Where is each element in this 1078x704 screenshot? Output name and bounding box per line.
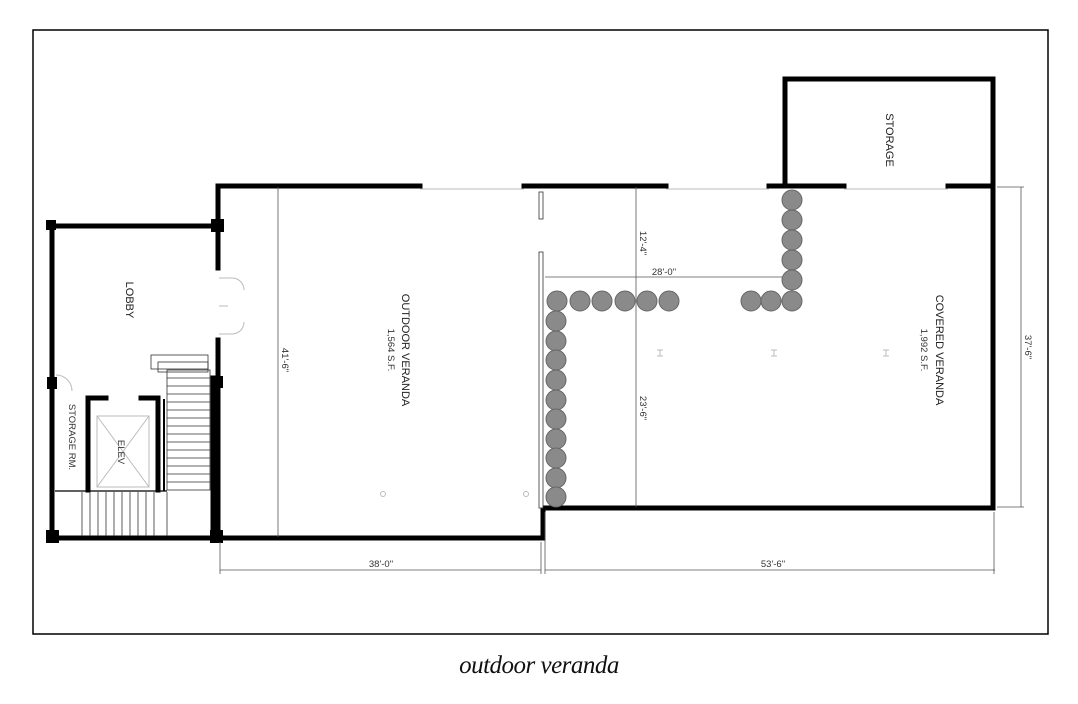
- outdoor-veranda-label: OUTDOOR VERANDA: [399, 294, 411, 407]
- dimension-lines: [219, 186, 1024, 574]
- covered-veranda-area: 1,992 S.F.: [918, 329, 929, 372]
- dim-covered-depth: 37'-6": [1022, 335, 1033, 359]
- dim-lower-depth: 23'-6": [637, 396, 648, 420]
- room-labels: LOBBY OUTDOOR VERANDA 1,564 S.F. COVERED…: [66, 113, 945, 470]
- dim-outdoor-depth: 41'-6": [279, 348, 290, 372]
- lobby-label: LOBBY: [123, 282, 135, 319]
- dimension-labels: 41'-6" 12'-4" 23'-6" 37'-6" 28'-0" 38'-0…: [279, 231, 1033, 570]
- fixtures: [380, 349, 889, 497]
- dim-outdoor-width: 38'-0": [369, 559, 393, 570]
- caption: outdoor veranda: [459, 652, 619, 679]
- walls: [46, 76, 996, 543]
- storage-label: STORAGE: [883, 113, 895, 167]
- outdoor-veranda-area: 1,564 S.F.: [385, 329, 396, 372]
- dim-upper-depth: 12'-4": [637, 231, 648, 255]
- stairs: [81, 354, 211, 536]
- covered-veranda-label: COVERED VERANDA: [933, 295, 945, 406]
- storage-room-label: STORAGE RM.: [66, 404, 77, 470]
- plan-frame: [32, 29, 1049, 635]
- elevator-label: ELEV: [115, 440, 126, 465]
- dim-covered-width: 53'-6": [761, 559, 785, 570]
- dim-planter-run: 28'-0": [652, 267, 676, 278]
- shrubs: [545, 189, 803, 508]
